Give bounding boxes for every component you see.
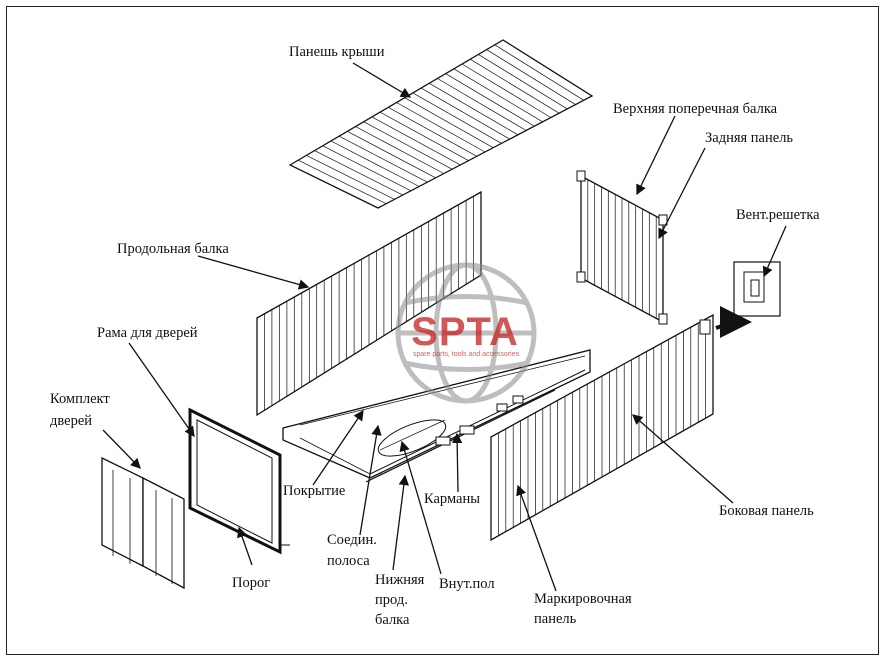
label-vent-grille: Вент.решетка [736,207,820,223]
label-roof-panel: Панешь крыши [289,44,385,60]
roof-corrugation-rib [314,150,403,196]
roof-corrugation-rib [412,92,502,144]
roof-panel-part [288,39,594,209]
watermark-subtitle: spare parts, tools and accessories [412,351,520,358]
roof-corrugation-rib [445,73,535,127]
label-joint-strip-line2: полоса [327,553,370,569]
label-door-frame: Рама для дверей [97,325,198,341]
label-coating: Покрытие [283,483,346,499]
roof-corrugation-rib [429,82,519,136]
roof-corrugation-rib [339,135,428,183]
roof-corrugation-rib [420,87,510,140]
rear-panel-part [576,170,668,325]
roof-corrugation-rib [437,78,527,131]
diagram-border [6,6,879,655]
label-side-panel: Боковая панель [719,503,814,519]
label-bottom-rail-line3: балка [375,612,410,628]
roof-corrugation-rib [453,68,543,123]
roof-corrugation-rib [363,121,453,170]
roof-corrugation-rib [404,97,494,149]
roof-corrugation-rib [494,44,584,101]
side-panel-part [490,313,714,542]
label-inner-floor: Внут.пол [439,576,495,592]
roof-corrugation-rib [330,140,420,187]
spta-watermark-globe [395,262,537,404]
door-frame-part [188,407,290,555]
label-threshold: Порог [232,575,271,591]
label-joint-strip-line1: Соедин. [327,532,377,548]
door-set-part [101,456,185,590]
label-door-set-line1: Комплект [50,391,110,407]
roof-corrugation-rib [461,63,551,118]
label-marking-panel-line2: панель [534,611,577,627]
roof-corrugation-rib [347,130,436,179]
roof-corrugation-rib [306,155,395,200]
label-longitudinal-beam: Продольная балка [117,241,229,257]
roof-corrugation-rib [379,111,469,161]
label-marking-panel-line1: Маркировочная [534,591,632,607]
roof-corrugation-rib [388,106,477,157]
label-bottom-rail-line2: прод. [375,592,408,608]
label-rear-panel: Задняя панель [705,130,794,146]
longitudinal-wall-part [256,190,482,417]
label-bottom-rail-line1: Нижняя [375,572,425,588]
roof-corrugation-rib [298,159,387,205]
vent-grille-detail [715,261,781,339]
roof-corrugation-rib [470,58,560,114]
roof-corrugation-rib [478,54,568,110]
roof-corrugation-rib [371,116,461,166]
label-pockets: Карманы [424,491,480,507]
label-top-cross-beam: Верхняя поперечная балка [613,101,778,117]
label-door-set-line2: дверей [50,413,93,429]
leader-lines [102,62,787,592]
roof-corrugation-rib [486,49,576,105]
watermark-logo-text: SPTA [411,310,519,354]
roof-corrugation-rib [322,145,412,192]
roof-corrugation-rib [396,102,486,153]
roof-corrugation-rib [355,126,444,174]
